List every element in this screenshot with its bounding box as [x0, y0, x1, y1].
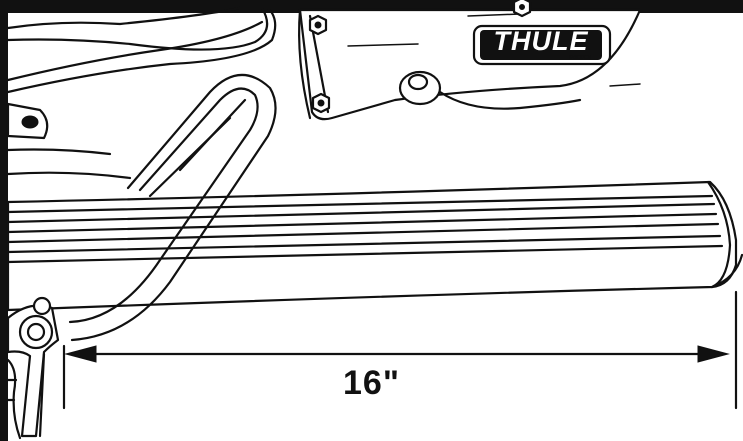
wheel-tray-rail	[6, 180, 743, 312]
left-border	[0, 0, 8, 441]
brand-sublabel: SWEDEN	[569, 55, 591, 61]
dimension-arrow-right	[697, 345, 730, 363]
dimension-line	[62, 290, 738, 410]
brand-logo-text: THULE	[493, 26, 589, 56]
dimension-label: 16"	[343, 364, 400, 402]
dimension-arrow-left	[64, 345, 97, 363]
bike-arm-tube	[6, 6, 277, 342]
thule-logo-badge	[472, 24, 612, 66]
clamp-pivot	[6, 296, 60, 440]
